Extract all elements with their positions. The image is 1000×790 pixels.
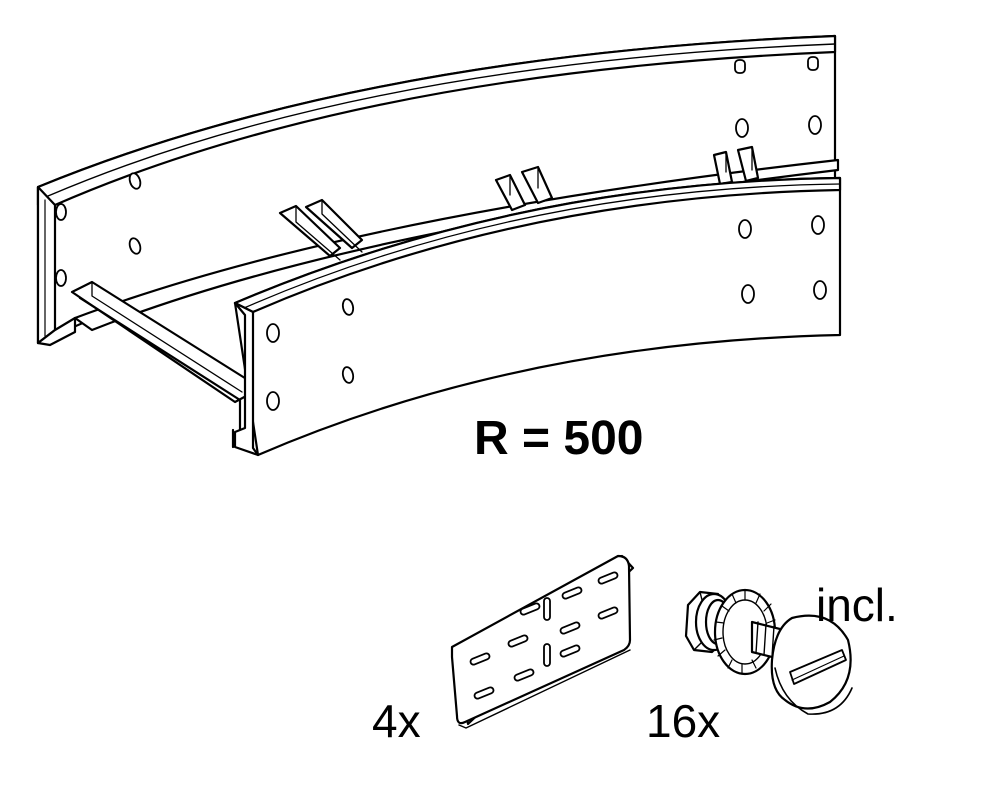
connector-plate-icon: [452, 556, 633, 728]
radius-label: R = 500: [474, 412, 644, 465]
included-label: incl.: [816, 579, 898, 631]
ladder-bend-icon: [38, 36, 840, 455]
outer-rail-holes: [56, 57, 821, 286]
plate-quantity-label: 4x: [372, 695, 421, 747]
bolt-nut-icon: [686, 590, 852, 714]
bolt-quantity-label: 16x: [646, 695, 721, 747]
inner-rail-holes: [267, 216, 826, 410]
inner-side-rail: [233, 178, 840, 455]
plate-slots: [470, 571, 619, 699]
